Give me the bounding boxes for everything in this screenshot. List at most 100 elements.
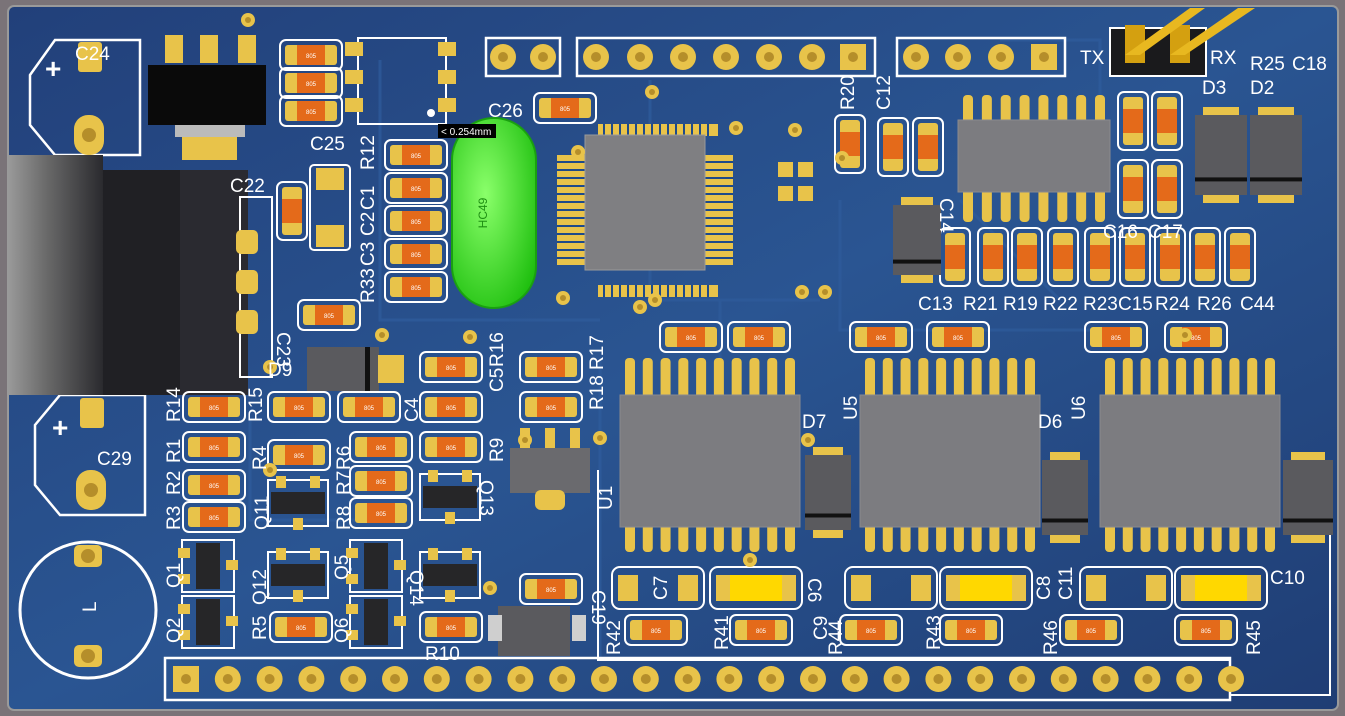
smd-805-7[interactable]: 805 [384, 271, 448, 303]
cap-c8[interactable] [939, 566, 1033, 610]
smd-805v-34[interactable] [912, 117, 944, 177]
smd-805-12[interactable]: 805 [419, 391, 483, 423]
smd-805-2[interactable]: 805 [279, 95, 343, 127]
cap-c7[interactable] [611, 566, 705, 610]
transistor-q5[interactable] [346, 539, 406, 593]
smd-805v-32[interactable] [1151, 159, 1183, 219]
diode-d6[interactable] [1042, 452, 1088, 543]
smd-805-53[interactable]: 805 [839, 614, 903, 646]
silk-label-r9: R9 [487, 438, 508, 462]
cap-c10[interactable] [1174, 566, 1268, 610]
transistor-q1[interactable] [178, 539, 238, 593]
transistor-q11[interactable] [267, 476, 329, 530]
smd-805-49[interactable]: 805 [1084, 321, 1148, 353]
transistor-q12[interactable] [267, 548, 329, 602]
smd-805-21[interactable]: 805 [182, 501, 246, 533]
ic-u5[interactable] [859, 358, 1041, 552]
silk-label-q1: Q1 [164, 563, 185, 588]
smd-805-1[interactable]: 805 [279, 67, 343, 99]
diode-d3[interactable] [1195, 107, 1247, 203]
silk-label-plus: + [52, 412, 68, 443]
silk-label-r20: R20 [838, 75, 859, 110]
regulator-small[interactable] [510, 448, 590, 493]
smd-805-15[interactable]: 805 [519, 391, 583, 423]
smd-805-55[interactable]: 805 [1059, 614, 1123, 646]
smd-805-46[interactable]: 805 [727, 321, 791, 353]
silk-label-q2: Q2 [164, 618, 185, 643]
silk-label-r6: R6 [334, 446, 355, 470]
diode-d-right[interactable] [1283, 452, 1333, 543]
transistor-q6[interactable] [346, 595, 406, 649]
smd-805-51[interactable]: 805 [624, 614, 688, 646]
smd-805-5[interactable]: 805 [384, 205, 448, 237]
cap-c22[interactable] [309, 164, 351, 251]
smd-805-25[interactable]: 805 [349, 497, 413, 529]
smd-805-20[interactable]: 805 [182, 469, 246, 501]
smd-805v-40[interactable] [1084, 227, 1116, 287]
smd-805v-29[interactable] [1117, 91, 1149, 151]
silk-label-q14: Q14 [405, 570, 426, 606]
ic-u1[interactable] [619, 358, 801, 552]
smd-805v-44[interactable] [1224, 227, 1256, 287]
silk-label-rx: RX [1210, 48, 1237, 69]
diode-d7[interactable] [805, 447, 851, 538]
smd-805v-41[interactable] [1119, 227, 1151, 287]
transistor-q2[interactable] [178, 595, 238, 649]
smd-805v-33[interactable] [877, 117, 909, 177]
smd-805-52[interactable]: 805 [729, 614, 793, 646]
smd-805-22[interactable]: 805 [267, 439, 331, 471]
cap-c9[interactable] [844, 566, 938, 610]
smd-805-54[interactable]: 805 [939, 614, 1003, 646]
transistor-q13[interactable] [419, 470, 481, 524]
smd-805-6[interactable]: 805 [384, 238, 448, 270]
smd-805v-43[interactable] [1189, 227, 1221, 287]
silk-label-r10: R10 [425, 644, 460, 665]
smd-805-27[interactable]: 805 [419, 611, 483, 643]
pad-label: 805 [966, 629, 977, 635]
cap-c19[interactable] [498, 606, 570, 656]
smd-805-17[interactable]: 805 [267, 391, 331, 423]
diode-c14-body[interactable] [893, 197, 941, 283]
smd-805-11[interactable]: 805 [419, 351, 483, 383]
silk-label-r16: R16 [487, 332, 508, 367]
ic-u2[interactable] [957, 95, 1111, 222]
smd-805-3[interactable]: 805 [384, 139, 448, 171]
smd-805-13[interactable]: 805 [419, 431, 483, 463]
smd-805-0[interactable]: 805 [279, 39, 343, 71]
smd-805-9[interactable]: 805 [297, 299, 361, 331]
smd-805-24[interactable]: 805 [349, 465, 413, 497]
smd-805v-10[interactable] [276, 181, 308, 241]
silk-label-c1: C1 [358, 186, 379, 210]
smd-805-4[interactable]: 805 [384, 172, 448, 204]
smd-805-19[interactable]: 805 [182, 431, 246, 463]
cap-c6[interactable] [709, 566, 803, 610]
smd-805-18[interactable]: 805 [182, 391, 246, 423]
smd-805v-38[interactable] [1011, 227, 1043, 287]
smd-805-14[interactable]: 805 [519, 351, 583, 383]
smd-805-16[interactable]: 805 [337, 391, 401, 423]
pad-label: 805 [546, 588, 557, 594]
smd-805-48[interactable]: 805 [926, 321, 990, 353]
pad-label: 805 [411, 187, 422, 193]
smd-805-28[interactable]: 805 [519, 573, 583, 605]
transistor-q14[interactable] [419, 548, 481, 602]
cap-c11[interactable] [1079, 566, 1173, 610]
smd-805-47[interactable]: 805 [849, 321, 913, 353]
pad-label: 805 [294, 454, 305, 460]
pad-label: 805 [446, 406, 457, 412]
smd-805-56[interactable]: 805 [1174, 614, 1238, 646]
smd-805-26[interactable]: 805 [269, 611, 333, 643]
smd-805-23[interactable]: 805 [349, 431, 413, 463]
smd-805-45[interactable]: 805 [659, 321, 723, 353]
diode-d2[interactable] [1250, 107, 1302, 203]
smd-805v-42[interactable] [1154, 227, 1186, 287]
ic-u6[interactable] [1099, 358, 1281, 552]
smd-805-8[interactable]: 805 [533, 92, 597, 124]
smd-805v-37[interactable] [977, 227, 1009, 287]
smd-805v-39[interactable] [1047, 227, 1079, 287]
smd-805v-30[interactable] [1151, 91, 1183, 151]
silk-label-c10: C10 [1270, 568, 1305, 589]
smd-805v-31[interactable] [1117, 159, 1149, 219]
